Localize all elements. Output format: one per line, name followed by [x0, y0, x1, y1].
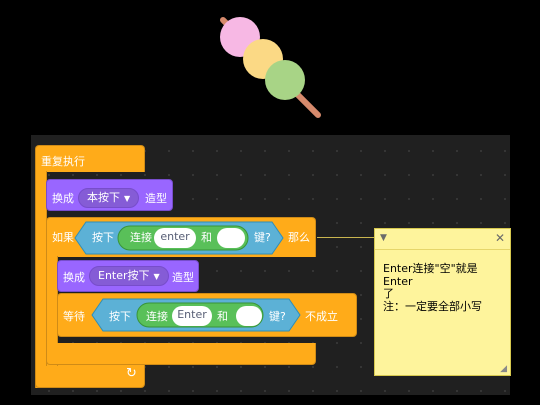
comment-line-3: 注：一定要全部小写 [383, 299, 482, 313]
loop-arrow-icon: ↻ [126, 366, 137, 381]
join-and-label-1: 和 [201, 231, 212, 244]
join-second-input-2[interactable] [236, 306, 262, 326]
if-bottom [46, 343, 316, 365]
key-suffix-1: 键? [254, 231, 271, 244]
comment-line-1: Enter连接"空"就是Enter [383, 262, 478, 288]
costume-dropdown-1[interactable]: 本按下 ▼ [78, 188, 140, 208]
chevron-down-icon: ▼ [153, 272, 160, 281]
join-label-2: 连接 [146, 310, 168, 323]
switch-costume-suffix-2: 造型 [172, 271, 194, 284]
then-label: 那么 [288, 231, 310, 244]
comment-header[interactable]: ▼ ✕ [375, 229, 510, 250]
join-first-input-2[interactable]: Enter [172, 306, 212, 326]
join-second-input-1[interactable] [217, 228, 245, 248]
key-suffix-2: 键? [269, 310, 286, 323]
forever-block[interactable] [35, 145, 145, 172]
key-press-label-2: 按下 [109, 310, 131, 323]
costume-dropdown-2-value: Enter按下 [98, 269, 150, 282]
forever-bottom [35, 361, 145, 388]
switch-costume-label-1: 换成 [52, 192, 74, 205]
resize-handle-icon[interactable]: ◢ [500, 364, 507, 374]
join-and-label-2: 和 [217, 310, 228, 323]
caret-down-icon[interactable]: ▼ [380, 233, 387, 243]
comment-text[interactable]: Enter连接"空"就是Enter 了 注：一定要全部小写 [383, 262, 504, 313]
switch-costume-suffix-1: 造型 [145, 192, 167, 205]
forever-label: 重复执行 [41, 155, 85, 168]
wait-until-label: 等待 [63, 310, 85, 323]
if-label: 如果 [52, 231, 74, 244]
dango-sprite[interactable] [0, 0, 540, 135]
costume-dropdown-1-value: 本按下 [87, 191, 120, 204]
join-label-1: 连接 [130, 231, 152, 244]
comment-connector [317, 237, 375, 238]
comment-line-2: 了 [383, 287, 394, 300]
wait-until-suffix: 不成立 [305, 310, 338, 323]
chevron-down-icon: ▼ [124, 194, 131, 203]
close-icon[interactable]: ✕ [494, 231, 505, 245]
comment-note[interactable]: ▼ ✕ Enter连接"空"就是Enter 了 注：一定要全部小写 ◢ [374, 228, 511, 376]
join-first-input-1[interactable]: enter [154, 228, 196, 248]
key-press-label-1: 按下 [92, 231, 114, 244]
costume-dropdown-2[interactable]: Enter按下▼ [89, 266, 169, 286]
switch-costume-label-2: 换成 [63, 271, 85, 284]
green-dango [265, 60, 305, 100]
